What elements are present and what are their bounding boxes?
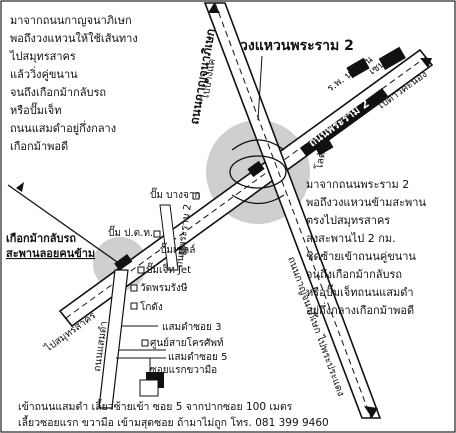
lotus-block bbox=[314, 138, 334, 156]
destination-outline bbox=[139, 379, 159, 397]
pump-jet-label: ปั๊มเจ็ท Jet bbox=[146, 262, 191, 276]
soi5-label: แสมดำซอย 5 bbox=[168, 352, 227, 363]
ring-title-leader bbox=[257, 55, 263, 121]
health-marker bbox=[141, 339, 149, 347]
soi3-label: แสมดำซอย 3 bbox=[162, 322, 221, 333]
footer-line-2: เลี้ยวซอยแรก ขวามือ เข้ามสุดซอย ถ้ามาไม่… bbox=[18, 415, 329, 429]
central-block bbox=[378, 46, 406, 71]
dr-line-7: หรือปั๊มเจ็ทถนนแสมดำ bbox=[306, 284, 414, 299]
dr-line-4: ลงสะพานไป 2 กม. bbox=[306, 232, 396, 245]
first-soi-label: ซอยแรกขวามือ bbox=[150, 364, 217, 376]
dtl-line-3: ไปสมุทรสาคร bbox=[9, 50, 76, 63]
kokang-marker bbox=[130, 302, 138, 310]
dr-line-5: ชิดซ้ายเข้าถนนคู่ขนาน bbox=[306, 250, 416, 263]
bangchak-road bbox=[159, 204, 179, 271]
health-center-label: ศูนย์สายโครศัพท์ bbox=[150, 336, 224, 349]
wat-marker bbox=[130, 284, 138, 292]
rama2-label-bar bbox=[300, 88, 388, 156]
dtl-line-6: หรือปั๊มเจ็ท bbox=[10, 102, 61, 117]
horseshoe-sub: สะพานลอยคนข้าม bbox=[6, 247, 95, 260]
dtl-line-2: พอถึงวงแหวนให้ใช้เส้นทาง bbox=[10, 32, 138, 45]
shell-marker bbox=[179, 247, 187, 255]
arrow-top bbox=[208, 3, 220, 13]
directions-right: มาจากถนนพระราม 2 พอถึงวงแหวนข้ามสะพาน ตร… bbox=[306, 178, 426, 317]
arrow-left bbox=[16, 182, 24, 192]
hospital-block bbox=[346, 57, 370, 79]
footer: เข้าถนนแสมดำ เลี้ยวซ้ายเข้า ซอย 5 จากปาก… bbox=[18, 399, 329, 429]
ring-center-block bbox=[247, 160, 265, 178]
dr-line-3: ตรงไปสมุทรสาคร bbox=[306, 214, 390, 227]
arrow-right bbox=[420, 58, 432, 68]
directions-top-left: มาจากถนนกาญจนาภิเษก พอถึงวงแหวนให้ใช้เส้… bbox=[9, 14, 138, 153]
side-road-left bbox=[7, 184, 121, 265]
arrow-bottom bbox=[364, 406, 378, 418]
wat-label: วัดพรมรังษี bbox=[140, 282, 188, 294]
ptt-marker bbox=[153, 230, 161, 238]
kanchana-median bbox=[214, 2, 372, 419]
dr-line-1: มาจากถนนพระราม 2 bbox=[306, 178, 409, 191]
footer-line-1: เข้าถนนแสมดำ เลี้ยวซ้ายเข้า ซอย 5 จากปาก… bbox=[18, 399, 293, 413]
lotus-label: โลตัส bbox=[312, 145, 329, 171]
pump-ptt-label: ปั๊ม ป.ต.ท. bbox=[108, 225, 153, 239]
dr-line-8: อยู่กึ่งกลางเกือกม้าพอดี bbox=[306, 302, 414, 317]
dtl-line-7: ถนนแสมดำอยู่กึ่งกลาง bbox=[10, 120, 116, 135]
pump-shell-label: ปั๊มเชลล์ bbox=[160, 242, 195, 256]
ring-ramp-top bbox=[231, 139, 285, 151]
kokang-label: โกดัง bbox=[140, 300, 163, 313]
dtl-line-5: จนถึงเกือกม้ากลับรถ bbox=[10, 86, 106, 99]
horseshoe-marker bbox=[114, 254, 133, 271]
jet-marker bbox=[137, 266, 145, 274]
ring-loop bbox=[229, 155, 287, 189]
dr-line-6: จนถึงเกือกม้ากลับรถ bbox=[306, 268, 402, 281]
dtl-line-1: มาจากถนนกาญจนาภิเษก bbox=[10, 14, 132, 27]
dtl-line-8: เกือกม้าพอดี bbox=[10, 140, 68, 153]
pump-bangchak-label: ปั๊ม บางจาก bbox=[150, 187, 201, 201]
horseshoe-title: เกือกม้ากลับรถ bbox=[6, 232, 76, 245]
rama2-road-label: ถนนพระราม 2 bbox=[306, 97, 372, 150]
ring-ramp-bottom bbox=[231, 194, 285, 205]
bangchak-marker bbox=[192, 192, 200, 200]
samae-dam-road bbox=[98, 269, 129, 409]
dtl-line-4: แล้ววิ่งคู่ขนาน bbox=[10, 66, 78, 81]
ring-title: วงแหวนพระราม 2 bbox=[240, 38, 354, 54]
dr-line-2: พอถึงวงแหวนข้ามสะพาน bbox=[306, 196, 426, 209]
